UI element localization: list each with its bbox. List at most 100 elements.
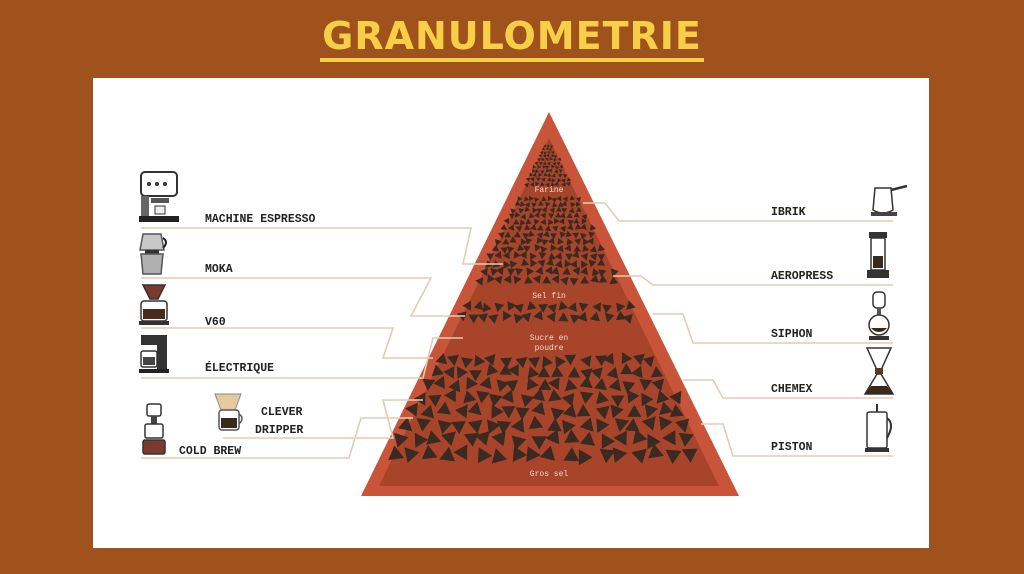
coffee-grain (558, 218, 565, 225)
coffee-grain (550, 244, 558, 252)
coffee-grain (538, 172, 543, 178)
coffee-grain (397, 417, 413, 432)
coffee-grain (631, 365, 643, 379)
coffee-grain (624, 418, 640, 432)
coffee-grain (573, 212, 580, 218)
coffee-grain (551, 178, 556, 183)
coffee-grain (553, 158, 557, 162)
coffee-grain (621, 352, 633, 365)
coffee-grain (420, 404, 435, 419)
espresso-machine-icon (139, 171, 179, 222)
coffee-grain (518, 208, 525, 214)
coffee-grain (587, 237, 594, 245)
coffee-grain (573, 245, 581, 252)
coffee-grain (555, 212, 561, 218)
coffee-grain (597, 254, 605, 261)
coffee-grain (479, 376, 492, 390)
coffee-grain (564, 429, 580, 443)
level-label-sel-fin: Sel fin (532, 292, 566, 301)
coffee-grain (589, 245, 597, 253)
coffee-grain (508, 213, 515, 220)
coffee-grain (545, 168, 550, 173)
coffee-grain (512, 446, 528, 462)
coffee-grain (573, 218, 580, 224)
coffee-grain (575, 201, 581, 208)
coffee-grain (567, 219, 574, 226)
coffee-grain (455, 404, 468, 419)
coffee-grain (554, 169, 559, 174)
coffee-grain (559, 164, 564, 169)
coffee-grain (494, 239, 502, 246)
coffee-grain (540, 157, 545, 161)
coffee-grain (558, 300, 568, 311)
coffee-grain (523, 245, 531, 253)
coffee-grain (554, 218, 560, 225)
coffee-grain (602, 304, 612, 314)
coffee-grain (534, 197, 540, 203)
coffee-grain (540, 218, 547, 225)
coffee-grain (514, 231, 521, 238)
coffee-grain (601, 433, 616, 449)
coffee-grain (484, 354, 496, 366)
coffee-grain (575, 206, 582, 212)
coffee-grain (552, 202, 558, 208)
coffee-grain (589, 311, 600, 322)
coffee-grain (513, 251, 521, 259)
coffee-grain (551, 164, 555, 169)
coffee-grains (388, 144, 698, 466)
coffee-grain (555, 356, 566, 368)
coffee-grain (532, 172, 537, 177)
coffee-grain (569, 195, 575, 201)
coffee-grain (541, 239, 549, 246)
coffee-grain (524, 275, 533, 284)
coffee-grain (549, 156, 553, 161)
coffee-grain (570, 202, 576, 208)
coffee-grain (529, 172, 534, 177)
coffee-grain (578, 449, 593, 466)
coffee-grain (503, 275, 512, 284)
coffee-grain (531, 401, 545, 416)
coffee-grain (501, 406, 516, 419)
coffee-grain (561, 182, 566, 187)
coffee-grain (551, 266, 560, 275)
coffee-grain (530, 224, 537, 231)
coffee-grain (461, 357, 473, 369)
right-leader-lines (583, 202, 893, 457)
coffee-grain (535, 169, 540, 174)
coffee-grain (580, 368, 593, 381)
coffee-grain (627, 390, 640, 404)
coffee-grain (580, 253, 588, 261)
coffee-grain (451, 421, 466, 435)
coffee-grain (580, 275, 589, 284)
coffee-grain (641, 416, 656, 431)
coffee-grain (597, 244, 605, 252)
coffee-grain (444, 388, 456, 403)
coffee-grain (509, 236, 517, 243)
coffee-grain (535, 266, 544, 275)
coffee-grain (596, 418, 610, 433)
coffee-grain (437, 420, 453, 434)
coffee-grain (574, 223, 582, 230)
coffee-grain (514, 303, 524, 313)
coffee-grain (543, 151, 547, 155)
coffee-grain (528, 230, 535, 237)
label-clever: CLEVER (261, 406, 303, 419)
coffee-grain (489, 393, 503, 407)
coffee-grain (548, 147, 552, 151)
coffee-grain (506, 268, 516, 276)
coffee-grain (511, 435, 527, 451)
coffee-grain (491, 448, 508, 464)
coffee-grain (536, 236, 544, 244)
coffee-grain (439, 446, 456, 462)
chemex-icon (863, 347, 895, 395)
coffee-grain (463, 432, 480, 447)
coffee-grain (496, 421, 512, 435)
coffee-grain (513, 313, 524, 324)
coffee-grain (588, 231, 596, 239)
coffee-grain (548, 219, 554, 226)
coffee-grain (541, 177, 546, 183)
coffee-grain (513, 219, 520, 225)
coffee-grain (547, 177, 552, 182)
coffee-grain (582, 244, 590, 252)
moka-pot-icon (139, 233, 167, 275)
